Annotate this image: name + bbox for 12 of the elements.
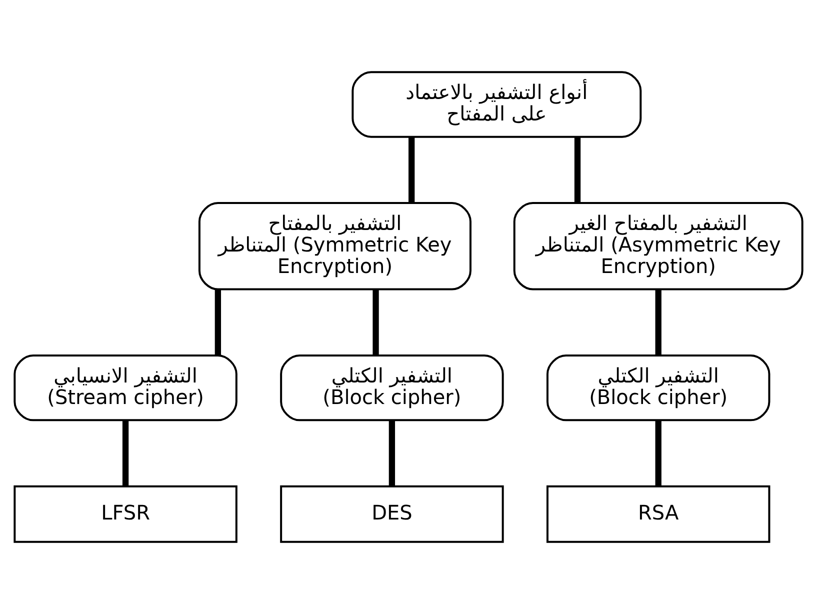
connector: [214, 289, 222, 356]
connector: [655, 420, 662, 486]
node-box: LFSR: [14, 485, 238, 543]
node-box: أنواع التشفير بالاعتماد على المفتاح: [352, 71, 642, 138]
node-box: DES: [280, 485, 504, 543]
node-box: RSA: [546, 485, 770, 543]
connector: [388, 420, 396, 486]
connector: [122, 420, 129, 486]
connector: [372, 289, 379, 356]
connector: [574, 137, 581, 203]
connector: [408, 137, 415, 203]
connector: [655, 289, 662, 356]
